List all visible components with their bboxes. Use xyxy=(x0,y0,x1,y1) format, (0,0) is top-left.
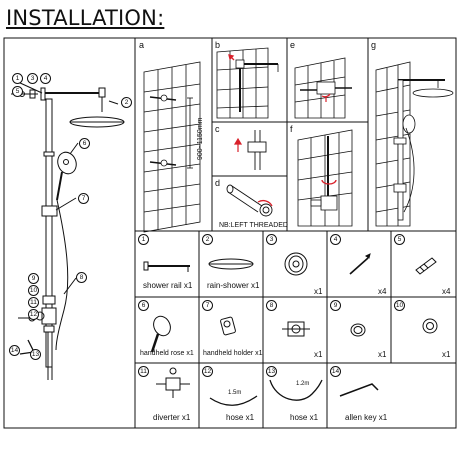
part-2-rain-shower-icon xyxy=(208,258,254,270)
part-2-number: 2 xyxy=(202,234,213,245)
panel-c-holder xyxy=(247,130,267,170)
part-10-qty: x1 xyxy=(442,350,451,359)
part-14-number: 14 xyxy=(330,366,341,377)
part-13-hose-icon xyxy=(269,379,323,401)
left-threaded-note: NB:LEFT THREADED xyxy=(219,222,288,229)
part-1-shower-rail-icon xyxy=(143,261,190,272)
part-12-number: 12 xyxy=(202,366,213,377)
callout-11: 11 xyxy=(28,297,39,308)
panel-label-d: d xyxy=(215,178,221,188)
part-10-number: 10 xyxy=(394,300,405,311)
panel-c-red-arrow xyxy=(233,137,243,152)
callout-14: 14 xyxy=(9,345,20,356)
part-13-number: 13 xyxy=(266,366,277,377)
part-1-number: 1 xyxy=(138,234,149,245)
callout-12: 12 xyxy=(28,309,39,320)
panel-g-final-assembly xyxy=(375,61,454,227)
panel-label-b: b xyxy=(215,40,221,50)
part-9-seal-ring-icon xyxy=(350,323,366,337)
hose-12-length: 1.5m xyxy=(228,390,242,396)
callout-5: 5 xyxy=(12,86,23,97)
part-8-qty: x1 xyxy=(314,350,323,359)
panel-f-red-arrow xyxy=(321,179,337,185)
callout-8: 8 xyxy=(76,272,87,283)
part-11-diverter-icon xyxy=(156,367,190,398)
panel-label-c: c xyxy=(215,124,220,134)
callout-7: 7 xyxy=(78,193,89,204)
part-12-name: hose x1 xyxy=(226,413,255,422)
part-13-name: hose x1 xyxy=(290,413,319,422)
callout-1: 1 xyxy=(12,73,23,84)
panel-e-elbow xyxy=(294,57,352,119)
overview-shower-assembly xyxy=(11,81,125,380)
part-2-name: rain-shower x1 xyxy=(207,281,260,290)
page-title: INSTALLATION: xyxy=(6,6,165,30)
part-6-handheld-rose-icon xyxy=(150,315,171,353)
part-5-wall-plug-icon xyxy=(415,257,437,275)
part-1-name: shower rail x1 xyxy=(143,281,193,290)
part-6-number: 6 xyxy=(138,300,149,311)
part-11-number: 11 xyxy=(138,366,149,377)
part-7-handheld-holder-icon xyxy=(220,316,236,336)
part-4-number: 4 xyxy=(330,234,341,245)
part-4-screw-icon xyxy=(349,253,371,275)
part-6-name: handheld rose x1 xyxy=(140,350,194,357)
part-14-allen-key-icon xyxy=(339,383,379,397)
part-7-number: 7 xyxy=(202,300,213,311)
callout-9: 9 xyxy=(28,273,39,284)
part-11-name: diverter x1 xyxy=(153,413,191,422)
panel-d-red-arrow xyxy=(257,199,273,207)
part-3-number: 3 xyxy=(266,234,277,245)
part-14-name: allen key x1 xyxy=(345,413,388,422)
callout-13: 13 xyxy=(30,349,41,360)
panel-label-f: f xyxy=(290,124,293,134)
panel-d-threaded-part xyxy=(226,184,273,217)
part-3-qty: x1 xyxy=(314,287,323,296)
part-5-qty: x4 xyxy=(442,287,451,296)
panel-label-g: g xyxy=(371,40,377,50)
panel-f-diverter xyxy=(297,129,353,227)
part-3-wall-flange-icon xyxy=(284,252,308,276)
panel-a-wall-tiles xyxy=(143,61,201,233)
part-5-number: 5 xyxy=(394,234,405,245)
panel-b-arm-mount xyxy=(216,47,279,119)
callout-3: 3 xyxy=(27,73,38,84)
part-12-hose-icon xyxy=(209,395,258,406)
panel-b-red-arrow xyxy=(228,54,235,61)
part-10-connector-nut-icon xyxy=(422,318,438,334)
panel-e-red-arrow xyxy=(321,93,331,102)
callout-6: 6 xyxy=(79,138,90,149)
part-4-qty: x4 xyxy=(378,287,387,296)
part-9-number: 9 xyxy=(330,300,341,311)
callout-2: 2 xyxy=(121,97,132,108)
panel-label-a: a xyxy=(139,40,145,50)
part-9-qty: x1 xyxy=(378,350,387,359)
callout-4: 4 xyxy=(40,73,51,84)
dimension-label: 900~1150mm xyxy=(197,117,204,160)
outer-frame xyxy=(3,37,457,429)
panel-label-e: e xyxy=(290,40,296,50)
part-7-name: handheld holder x1 xyxy=(203,350,263,357)
callout-10: 10 xyxy=(28,285,39,296)
part-8-valve-nut-icon xyxy=(282,321,310,337)
hose-13-length: 1.2m xyxy=(296,381,310,387)
part-8-number: 8 xyxy=(266,300,277,311)
